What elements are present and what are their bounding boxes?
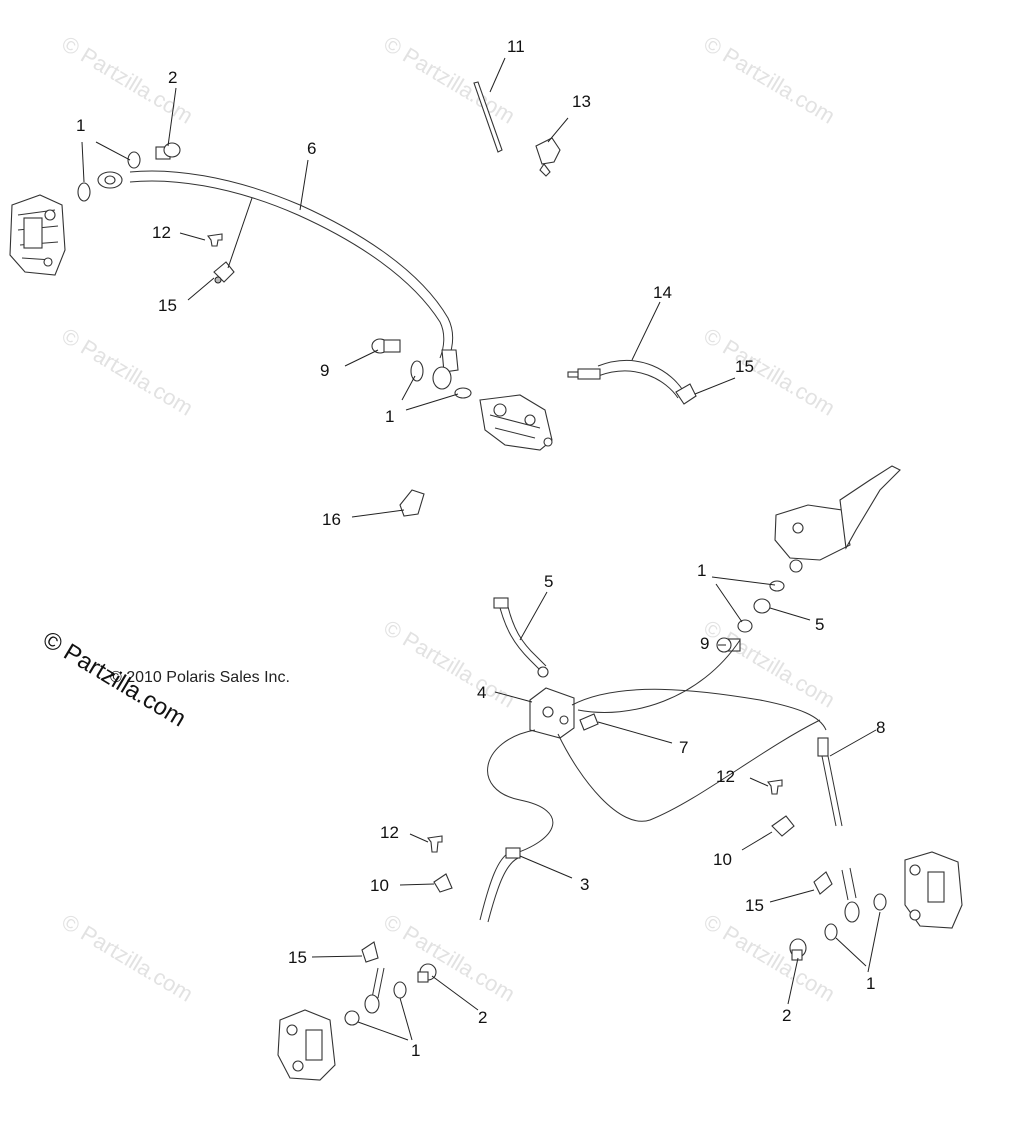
rivet [427,835,443,853]
callout-5: 5 [815,615,824,634]
callout-15: 15 [288,948,307,967]
watermark-faint: © Partzilla.com [57,323,197,421]
callout-1: 1 [866,974,875,993]
brake-hose-14 [567,360,697,405]
callout-3: 3 [580,875,589,894]
callout-15: 15 [158,296,177,315]
hose-clip [433,873,453,893]
watermark-faint: © Partzilla.com [379,31,519,129]
brake-line [557,719,821,822]
banjo-bolt-9 [371,338,401,354]
rear-left-caliper [277,1009,336,1081]
callout-4: 4 [477,683,486,702]
callout-13: 13 [572,92,591,111]
callout-12: 12 [716,767,735,786]
callout-2: 2 [782,1006,791,1025]
washer [753,598,771,614]
callout-12: 12 [152,223,171,242]
watermark-faint: © Partzilla.com [57,909,197,1007]
brake-line [571,688,827,731]
callout-10: 10 [713,850,732,869]
callout-15: 15 [735,357,754,376]
callout-1: 1 [411,1041,420,1060]
hose-clip-13 [535,137,561,177]
callout-7: 7 [679,738,688,757]
banjo-bolt [789,938,807,961]
callout-2: 2 [168,68,177,87]
leader-lines [81,57,881,1041]
callout-2: 2 [478,1008,487,1027]
washer [77,182,91,202]
washer [769,580,785,592]
brake-hose-3 [479,847,521,923]
banjo-fitting [844,901,860,923]
callout-8: 8 [876,718,885,737]
hose-clip-16 [399,489,425,517]
rear-right-caliper [904,851,963,929]
hose-clip [361,941,379,963]
rivet [207,233,223,247]
distribution-block [529,687,575,739]
washer [873,893,887,911]
watermark-faint: © Partzilla.com [699,909,839,1007]
callout-1: 1 [697,561,706,580]
brake-hose-8 [817,737,843,827]
washer [127,151,141,169]
washer [454,387,472,399]
callout-14: 14 [653,283,672,302]
brake-hose [371,967,385,999]
callout-11: 11 [507,37,525,56]
brake-line [577,639,741,713]
banjo-bolt [417,963,437,983]
cable-tie [473,81,503,153]
brake-hose [841,867,857,901]
callout-numbers: 11 2 13 1 6 12 15 14 9 1 15 16 5 1 5 9 4… [76,37,885,1060]
washer [393,981,407,999]
callout-1: 1 [76,116,85,135]
banjo-fitting [364,994,380,1014]
washer [824,923,838,941]
hose-clip [813,871,833,895]
callout-12: 12 [380,823,399,842]
brake-master-cylinder [774,465,901,573]
callout-1: 1 [385,407,394,426]
callout-9: 9 [320,361,329,380]
hose-clip [771,815,795,837]
brake-hose-6 [97,170,459,390]
brake-line [487,729,554,856]
callout-9: 9 [700,634,709,653]
callout-5: 5 [544,572,553,591]
washer [410,360,424,382]
fitting [579,713,599,731]
washer [344,1010,360,1026]
washer [737,619,753,633]
callout-10: 10 [370,876,389,895]
callout-16: 16 [322,510,341,529]
brake-proportioning-valve [479,394,553,451]
banjo-bolt [155,142,181,160]
front-left-caliper [9,194,66,276]
watermark-faint: © Partzilla.com [699,323,839,421]
brake-hose-5 [493,597,549,678]
callout-6: 6 [307,139,316,158]
watermark-faint: © Partzilla.com [379,615,519,713]
copyright-notice: © 2010 Polaris Sales Inc. [110,669,290,686]
callout-15: 15 [745,896,764,915]
watermark-faint: © Partzilla.com [699,31,839,129]
rivet [767,779,783,795]
